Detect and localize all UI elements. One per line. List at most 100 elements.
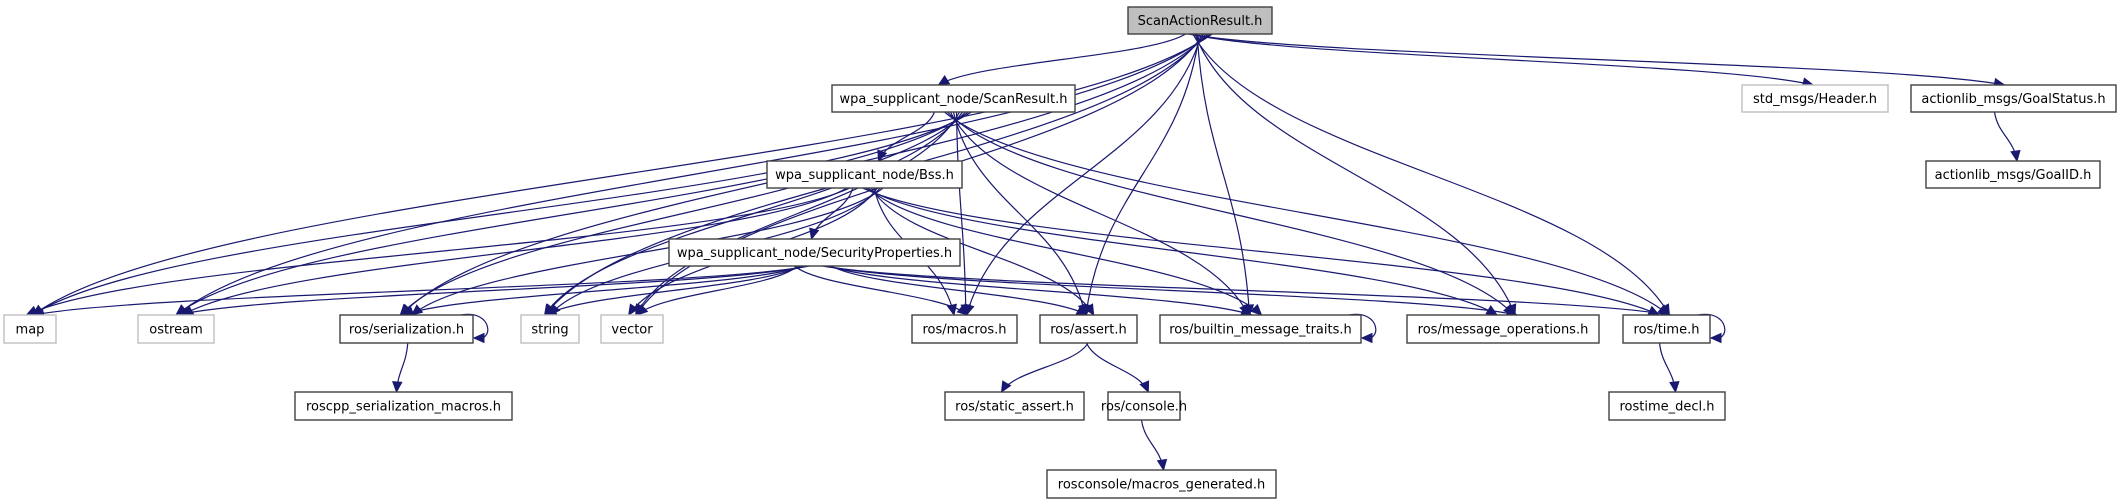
node-map: map [3,314,57,344]
edge-line [822,265,1671,316]
node-goalid[interactable]: actionlib_msgs/GoalID.h [1925,160,2101,189]
node-msgops[interactable]: ros/message_operations.h [1406,314,1600,344]
edge-goalstatus-to-goalid [1993,111,2021,163]
node-macros[interactable]: ros/macros.h [911,314,1018,344]
edge-line [1194,33,1516,316]
edge-line [33,265,810,316]
node-box [1622,314,1711,344]
node-label: string [531,323,568,338]
node-goalstatus[interactable]: actionlib_msgs/GoalStatus.h [1910,84,2117,113]
edge-root-to-msgops [1194,33,1517,317]
node-label: rostime_decl.h [1619,400,1714,415]
edge-line [177,265,807,316]
node-label: actionlib_msgs/GoalID.h [1935,168,2092,183]
node-label: ros/message_operations.h [1418,323,1589,338]
edge-scanresult-to-bss [877,111,936,163]
node-box [1159,314,1362,344]
edge-line [1196,33,1251,316]
edge-assert-to-staticassert [1000,342,1089,394]
edge-assert-to-console [1086,342,1150,394]
edge-root-to-time [1192,33,1670,317]
edge-line [1085,33,1200,316]
edge-line [877,111,936,162]
node-box [944,391,1085,421]
edge-root-to-header [1190,33,1815,88]
node-assert[interactable]: ros/assert.h [1039,314,1138,344]
edge-line [1192,33,1670,316]
arrowhead-icon [937,74,951,86]
node-label: wpa_supplicant_node/Bss.h [775,168,954,183]
edge-root-to-assert [1082,33,1200,317]
node-box [668,238,961,267]
edge-line [1001,342,1089,393]
node-box [911,314,1018,344]
node-label: std_msgs/Header.h [1753,92,1877,107]
node-label: wpa_supplicant_node/ScanResult.h [839,92,1067,107]
node-box [294,391,513,421]
arrowhead-icon [1156,458,1168,472]
edges-layer [25,33,2021,472]
edge-line [1188,33,2005,86]
arrowhead-icon [1360,332,1373,344]
node-roscppmacros[interactable]: roscpp_serialization_macros.h [294,391,513,421]
edge-line [867,187,1262,316]
arrowhead-icon [1139,380,1150,394]
node-serialization[interactable]: ros/serialization.h [339,314,474,344]
node-box [520,314,580,344]
arrowhead-icon [877,149,888,163]
edge-line [865,187,1498,316]
edge-line [949,111,1250,316]
edge-root-to-goalstatus [1188,33,2006,89]
edge-root-to-scanresult [937,33,1186,86]
node-label: roscpp_serialization_macros.h [306,400,501,415]
node-string: string [520,314,580,344]
edge-time-to-rostimedecl [1658,342,1680,394]
edge-line [944,111,1670,316]
node-box [1406,314,1600,344]
edge-line [545,265,801,316]
node-label: ros/serialization.h [349,323,464,338]
arrowhead-icon [1669,380,1680,394]
node-builtin[interactable]: ros/builtin_message_traits.h [1159,314,1362,344]
node-box [1925,160,2101,189]
edge-line [794,265,969,316]
node-root[interactable]: ScanActionResult.h [1127,6,1273,35]
node-rostimedecl[interactable]: rostime_decl.h [1608,391,1726,421]
edge-line [825,265,1518,316]
node-staticassert[interactable]: ros/static_assert.h [944,391,1085,421]
node-box [1039,314,1138,344]
node-bss[interactable]: wpa_supplicant_node/Bss.h [766,160,963,189]
node-macrosgen[interactable]: rosconsole/macros_generated.h [1046,469,1277,499]
node-time[interactable]: ros/time.h [1622,314,1711,344]
node-box [1127,6,1273,35]
node-label: ros/static_assert.h [955,400,1074,415]
node-label: ros/console.h [1101,400,1187,415]
node-vector: vector [600,314,664,344]
edge-secprops-to-msgops [825,265,1519,318]
edge-line [938,33,1186,86]
arrowhead-icon [956,304,969,316]
node-box [339,314,474,344]
node-box [1107,391,1181,421]
arrowhead-icon [392,381,403,394]
arrowhead-icon [636,304,649,316]
edge-root-to-macros [964,33,1203,317]
arrowhead-icon [1250,303,1263,316]
edge-line [32,33,1213,316]
edge-line [402,265,804,316]
node-box [3,314,57,344]
edge-scanresult-to-msgops [947,111,1515,316]
node-label: ros/time.h [1634,323,1700,338]
edge-line [636,265,798,316]
node-console[interactable]: ros/console.h [1101,391,1187,421]
edge-scanresult-to-map [31,111,972,316]
node-scanresult[interactable]: wpa_supplicant_node/ScanResult.h [831,84,1076,113]
arrowhead-icon [472,332,485,344]
edge-secprops-to-assert [831,265,1089,316]
node-label: ScanActionResult.h [1138,14,1263,29]
edge-line [26,187,851,316]
edge-serialization-to-roscppmacros [392,342,409,394]
node-secprops[interactable]: wpa_supplicant_node/SecurityProperties.h [668,238,961,267]
edge-line [870,187,1095,316]
edge-root-to-builtin [1196,33,1255,317]
